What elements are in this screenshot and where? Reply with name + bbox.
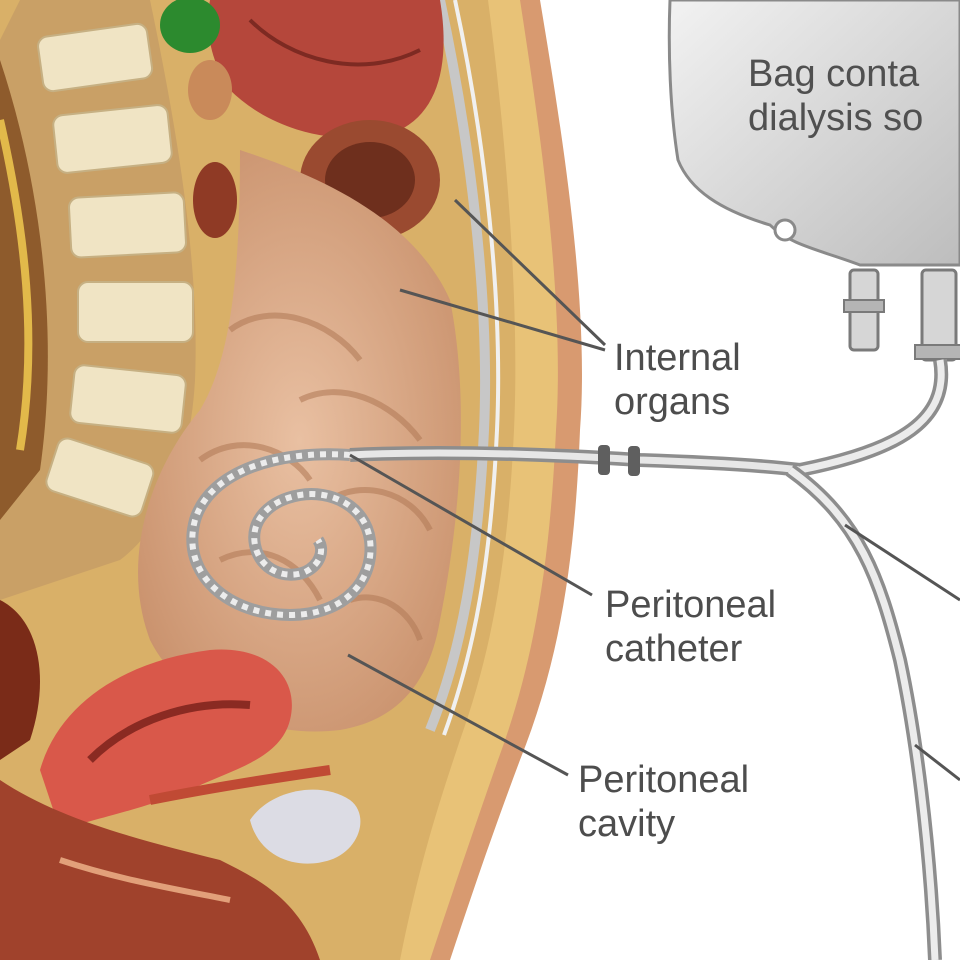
label-peritoneal-catheter-line2: catheter: [605, 628, 743, 670]
gallbladder: [160, 0, 220, 53]
bladder: [250, 789, 361, 864]
catheter-coil: [186, 448, 377, 622]
bag-label-line1: Bag conta: [748, 53, 920, 95]
bag-label-line2: dialysis so: [748, 97, 924, 139]
leader-lines: [347, 198, 960, 782]
vertebra: [77, 281, 194, 343]
uterus: [40, 649, 292, 830]
bag-label: Bag conta dialysis so: [748, 52, 960, 140]
spine: [0, 0, 196, 600]
rectum: [0, 600, 40, 760]
label-internal-organs: Internal organs: [614, 336, 741, 424]
leader-right-2: [914, 743, 960, 782]
label-peritoneal-cavity: Peritoneal cavity: [578, 758, 749, 846]
catheter-cuff: [598, 445, 610, 475]
peritoneum-wall: [425, 0, 491, 732]
label-internal-organs-line1: Internal: [614, 337, 741, 379]
label-peritoneal-catheter-line1: Peritoneal: [605, 584, 777, 626]
leader-catheter: [349, 453, 593, 597]
vertebra: [37, 22, 154, 93]
small-organ: [193, 162, 237, 238]
vertebra: [69, 364, 187, 434]
label-peritoneal-cavity-line2: cavity: [578, 803, 676, 845]
pelvic-floor: [0, 780, 320, 960]
leader-right-1: [844, 523, 960, 602]
vertebra: [52, 104, 173, 174]
tubing: [785, 358, 949, 960]
kidney: [188, 60, 232, 120]
label-peritoneal-catheter: Peritoneal catheter: [605, 583, 776, 671]
catheter-cuff: [628, 446, 640, 476]
label-internal-organs-line2: organs: [614, 381, 731, 423]
bag-hanger-hole: [773, 218, 797, 242]
vertebra: [68, 191, 187, 259]
vertebra: [45, 437, 155, 518]
label-peritoneal-cavity-line1: Peritoneal: [578, 759, 750, 801]
leader-internal-organs-2: [399, 288, 606, 352]
catheter-external: [349, 445, 801, 477]
leader-cavity: [347, 653, 569, 777]
pelvic-organs: [0, 600, 361, 960]
leader-internal-organs-1: [453, 198, 607, 347]
dialysis-bag: [667, 0, 960, 362]
